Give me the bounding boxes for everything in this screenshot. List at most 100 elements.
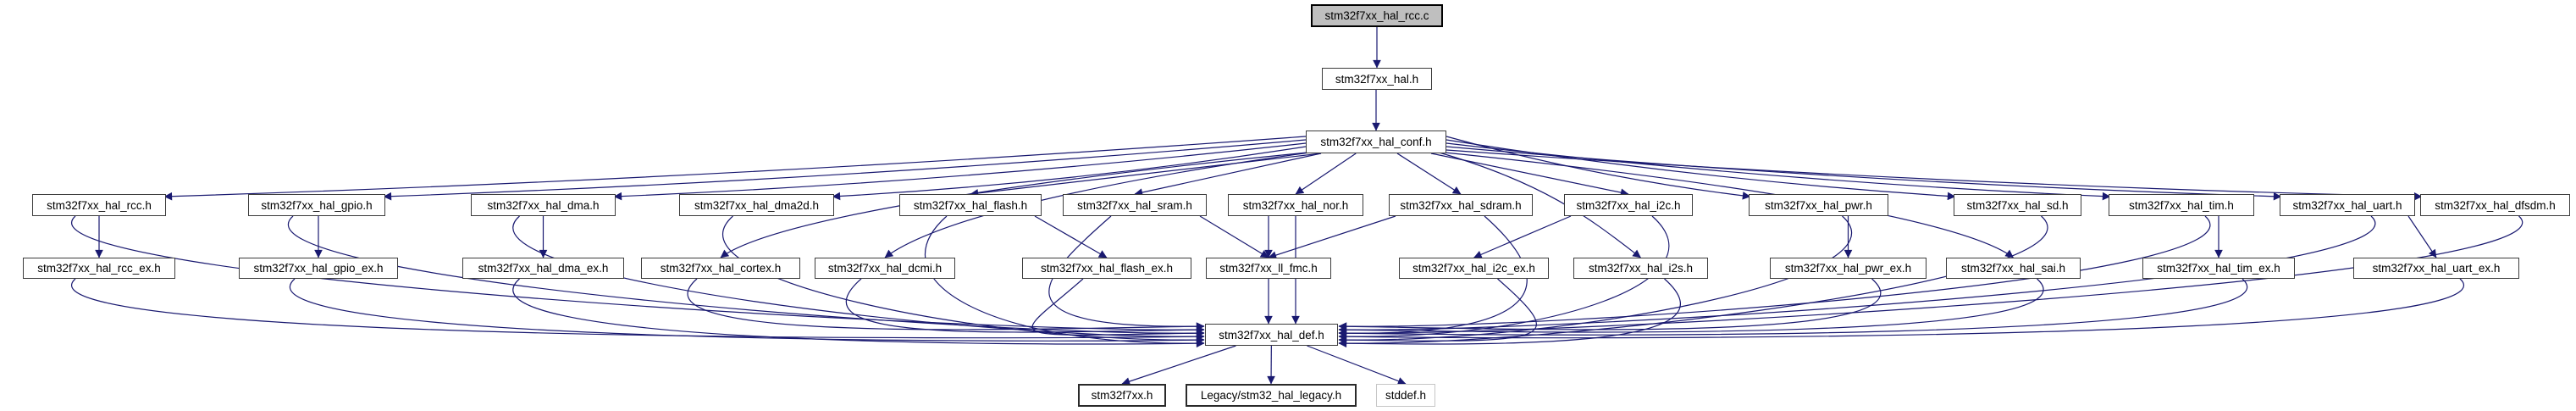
edge-flash-to-flash_ex (1034, 215, 1108, 258)
edge-conf-to-tim (1446, 142, 2111, 201)
node-label: stm32f7xx.h (1091, 389, 1153, 402)
node-stm32f7xx_hal_sai.h[interactable]: stm32f7xx_hal_sai.h (1946, 258, 2081, 279)
node-label: stm32f7xx_hal_dma2d.h (694, 198, 820, 212)
node-stm32f7xx_hal_rcc_ex.h[interactable]: stm32f7xx_hal_rcc_ex.h (23, 258, 175, 279)
edge-sdram-to-ll_fmc (1268, 215, 1396, 259)
edge-uart-to-def (1338, 215, 2375, 334)
node-stm32f7xx_hal_dma.h[interactable]: stm32f7xx_hal_dma.h (471, 194, 616, 216)
edge-conf-to-pwr (1446, 136, 1751, 200)
edge-conf-to-nor (1295, 153, 1357, 195)
edge-conf-to-sdram (1396, 153, 1462, 195)
edge-rcc_ex-to-def (71, 278, 1205, 341)
node-label: stm32f7xx_hal_rcc.c (1324, 9, 1429, 22)
edge-conf-to-flash (970, 153, 1322, 197)
node-stm32f7xx_hal_conf.h[interactable]: stm32f7xx_hal_conf.h (1306, 131, 1446, 153)
node-stm32f7xx_hal_gpio_ex.h[interactable]: stm32f7xx_hal_gpio_ex.h (239, 258, 398, 279)
node-label: stm32f7xx_hal_tim_ex.h (2157, 262, 2280, 275)
edge-conf-to-dma (613, 142, 1307, 201)
node-label: stm32f7xx_hal_flash.h (913, 198, 1028, 212)
node-label: stm32f7xx_hal_i2s.h (1588, 262, 1694, 275)
node-stm32f7xx_hal_i2c.h[interactable]: stm32f7xx_hal_i2c.h (1564, 194, 1693, 216)
node-label: stm32f7xx_hal_gpio.h (261, 198, 373, 212)
node-stm32f7xx_hal_sd.h[interactable]: stm32f7xx_hal_sd.h (1954, 194, 2081, 216)
edge-sd-to-def (1338, 215, 2048, 347)
node-stm32f7xx_hal_dcmi.h[interactable]: stm32f7xx_hal_dcmi.h (815, 258, 955, 279)
edge-sram-to-ll_fmc (1199, 215, 1269, 258)
node-label: stm32f7xx_hal_sai.h (1960, 262, 2066, 275)
node-stm32f7xx_hal_flash_ex.h[interactable]: stm32f7xx_hal_flash_ex.h (1022, 258, 1191, 279)
edge-sai-to-def (1338, 278, 2044, 334)
edge-gpio_ex-to-def (290, 278, 1205, 344)
edge-uart-to-uart_ex (2407, 215, 2437, 258)
node-stm32f7xx_hal_sdram.h[interactable]: stm32f7xx_hal_sdram.h (1389, 194, 1533, 216)
node-label: Legacy/stm32_hal_legacy.h (1200, 389, 1342, 402)
node-label: stm32f7xx_hal_dma.h (487, 198, 600, 212)
node-stm32f7xx_hal_dma_ex.h[interactable]: stm32f7xx_hal_dma_ex.h (462, 258, 624, 279)
edge-uart_ex-to-def (1338, 278, 2464, 341)
edge-gpio-to-def (288, 215, 1205, 337)
node-label: stm32f7xx_hal_pwr_ex.h (1784, 262, 1912, 275)
node-label: stm32f7xx_hal_rcc_ex.h (37, 262, 161, 275)
node-stddef.h[interactable]: stddef.h (1376, 384, 1435, 407)
node-stm32f7xx_hal_tim_ex.h[interactable]: stm32f7xx_hal_tim_ex.h (2142, 258, 2295, 279)
node-label: stm32f7xx_hal_uart.h (2292, 198, 2402, 212)
node-label: stm32f7xx_hal.h (1335, 72, 1419, 86)
node-stm32f7xx_hal_sram.h[interactable]: stm32f7xx_hal_sram.h (1063, 194, 1207, 216)
node-stm32f7xx_hal_uart.h[interactable]: stm32f7xx_hal_uart.h (2280, 194, 2415, 216)
node-label: stm32f7xx_hal_flash_ex.h (1040, 262, 1174, 275)
edge-i2s-to-def (1338, 278, 1681, 347)
node-label: stm32f7xx_hal_tim.h (2129, 198, 2234, 212)
node-stm32f7xx_hal_def.h[interactable]: stm32f7xx_hal_def.h (1205, 324, 1338, 346)
node-stm32f7xx_hal_tim.h[interactable]: stm32f7xx_hal_tim.h (2109, 194, 2254, 216)
node-label: stm32f7xx_hal_i2c_ex.h (1412, 262, 1535, 275)
node-stm32f7xx_hal_uart_ex.h[interactable]: stm32f7xx_hal_uart_ex.h (2353, 258, 2519, 279)
node-stm32f7xx_hal_gpio.h[interactable]: stm32f7xx_hal_gpio.h (248, 194, 385, 216)
edge-conf-to-sd (1446, 139, 1956, 201)
edge-dma_ex-to-def (512, 278, 1205, 347)
node-stm32f7xx_hal_rcc.h[interactable]: stm32f7xx_hal_rcc.h (32, 194, 166, 216)
node-stm32f7xx_hal_nor.h[interactable]: stm32f7xx_hal_nor.h (1228, 194, 1363, 216)
node-label: stm32f7xx_hal_nor.h (1242, 198, 1349, 212)
node-label: stm32f7xx_hal_dfsdm.h (2435, 198, 2556, 212)
node-label: stm32f7xx_hal_dma_ex.h (478, 262, 609, 275)
edge-pwr_ex-to-def (1338, 278, 1882, 330)
edge-flash_ex-to-def (1031, 278, 1205, 337)
node-stm32f7xx_hal_i2c_ex.h[interactable]: stm32f7xx_hal_i2c_ex.h (1399, 258, 1549, 279)
node-label: stm32f7xx_hal_pwr.h (1765, 198, 1872, 212)
node-stm32f7xx_hal_dfsdm.h[interactable]: stm32f7xx_hal_dfsdm.h (2420, 194, 2570, 216)
edge-dma-to-def (512, 215, 1205, 341)
node-stm32f7xx_hal_rcc.c[interactable]: stm32f7xx_hal_rcc.c (1311, 4, 1443, 27)
node-label: stm32f7xx_hal_sdram.h (1400, 198, 1522, 212)
node-stm32f7xx_hal_cortex.h[interactable]: stm32f7xx_hal_cortex.h (641, 258, 800, 279)
edge-conf-to-rcc (163, 136, 1307, 201)
edge-conf-to-sram (1134, 153, 1322, 197)
node-stm32f7xx_hal.h[interactable]: stm32f7xx_hal.h (1322, 68, 1432, 90)
node-stm32f7xx_hal_dma2d.h[interactable]: stm32f7xx_hal_dma2d.h (679, 194, 834, 216)
node-stm32f7xx.h[interactable]: stm32f7xx.h (1078, 384, 1166, 407)
edge-rcc-to-def (71, 215, 1205, 334)
node-label: stm32f7xx_ll_fmc.h (1219, 262, 1318, 275)
node-stm32f7xx_hal_i2s.h[interactable]: stm32f7xx_hal_i2s.h (1573, 258, 1708, 279)
node-stm32f7xx_hal_pwr.h[interactable]: stm32f7xx_hal_pwr.h (1749, 194, 1888, 216)
node-label: stm32f7xx_hal_uart_ex.h (2372, 262, 2501, 275)
edge-tim_ex-to-def (1338, 278, 2247, 337)
edge-conf-to-i2s (1435, 151, 1641, 258)
node-label: stm32f7xx_hal_def.h (1219, 328, 1324, 342)
node-Legacy/stm32_hal_legacy.h[interactable]: Legacy/stm32_hal_legacy.h (1186, 384, 1357, 407)
node-stm32f7xx_hal_pwr_ex.h[interactable]: stm32f7xx_hal_pwr_ex.h (1770, 258, 1926, 279)
node-label: stm32f7xx_hal_i2c.h (1576, 198, 1681, 212)
edge-conf-to-uart (1446, 146, 2282, 201)
node-label: stm32f7xx_hal_sd.h (1966, 198, 2069, 212)
node-stm32f7xx_ll_fmc.h[interactable]: stm32f7xx_ll_fmc.h (1206, 258, 1331, 279)
edge-dcmi-to-def (845, 278, 1205, 334)
node-label: stddef.h (1385, 389, 1427, 402)
edge-conf-to-gpio (383, 139, 1307, 201)
node-label: stm32f7xx_hal_conf.h (1320, 136, 1432, 148)
node-label: stm32f7xx_hal_rcc.h (47, 198, 152, 212)
edge-conf-to-dma2d (832, 146, 1307, 201)
edge-cortex-to-def (687, 278, 1205, 330)
node-label: stm32f7xx_hal_gpio_ex.h (253, 262, 384, 275)
node-stm32f7xx_hal_flash.h[interactable]: stm32f7xx_hal_flash.h (899, 194, 1042, 216)
